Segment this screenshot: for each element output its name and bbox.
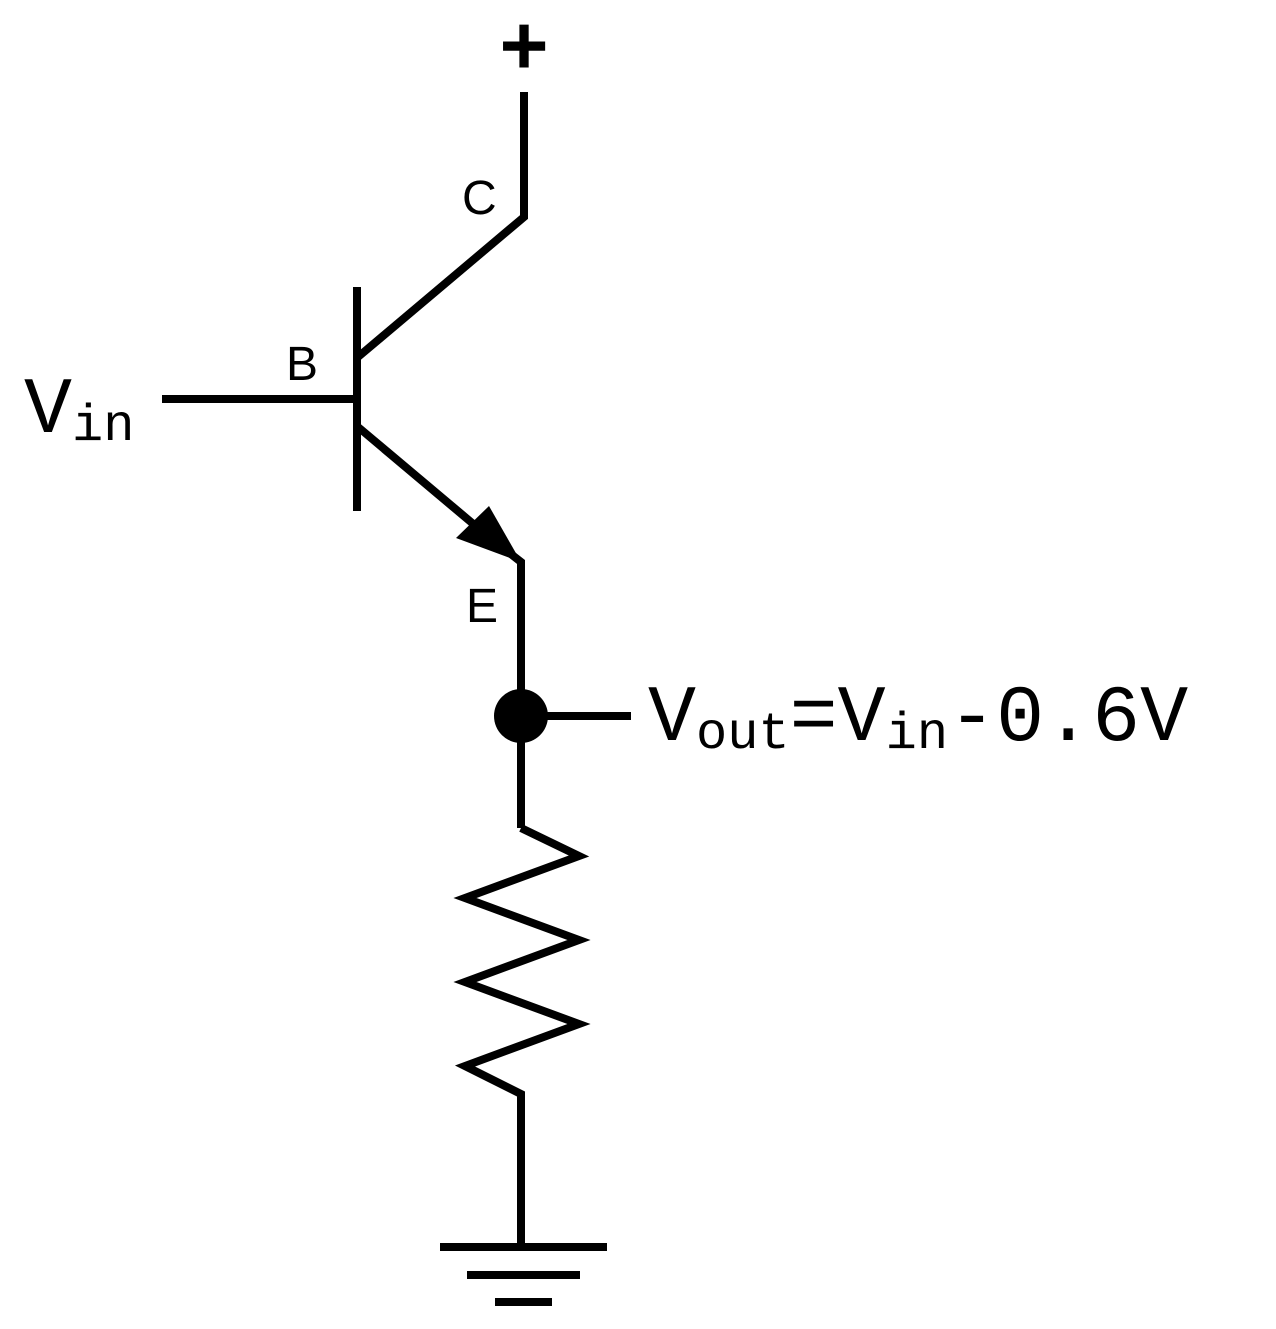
vout-rhs-symbol: V xyxy=(838,674,886,765)
vin-symbol: V xyxy=(24,366,72,457)
resistor-icon xyxy=(453,824,591,1246)
emitter-wire xyxy=(355,423,487,537)
collector-wire xyxy=(355,92,528,361)
vout-symbol: V xyxy=(648,674,696,765)
vin-label: Vin xyxy=(24,366,134,457)
vout-subscript: out xyxy=(696,705,790,764)
vout-rhs-subscript: in xyxy=(886,705,948,764)
supply-plus-label: + xyxy=(499,0,548,92)
vout-equals: = xyxy=(790,674,838,765)
vin-subscript: in xyxy=(72,397,134,456)
vout-rhs-rest: -0.6V xyxy=(948,674,1188,765)
vout-equation: Vout=Vin-0.6V xyxy=(648,674,1188,765)
emitter-lead-wire xyxy=(481,529,525,828)
emitter-label: E xyxy=(466,580,498,633)
base-label: B xyxy=(286,338,318,391)
collector-label: C xyxy=(462,172,497,225)
